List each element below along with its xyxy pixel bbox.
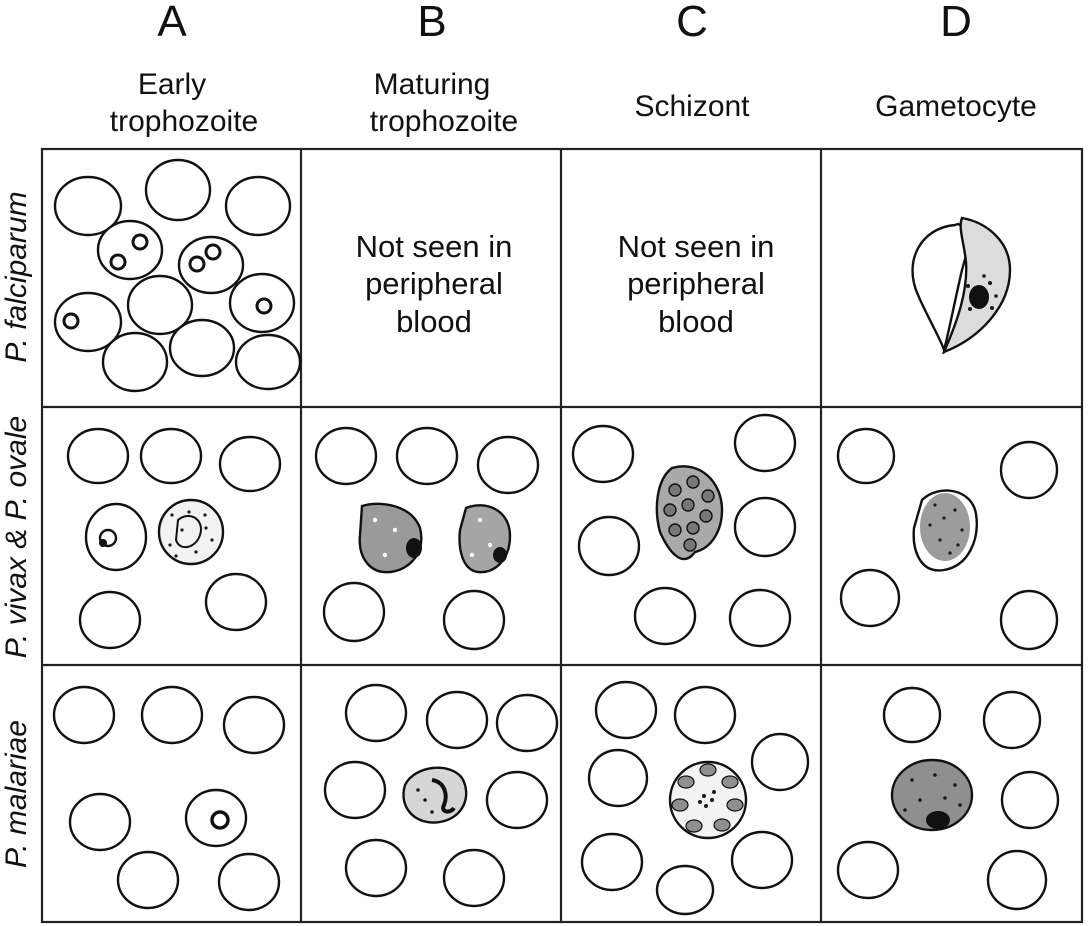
not-seen-line1: Not seen in bbox=[618, 229, 775, 264]
cell-malariae-maturing-trophozoite bbox=[323, 683, 559, 908]
not-seen-line2: peripheral bbox=[365, 266, 503, 301]
cell-falciparum-schizont-not-seen: Not seen in peripheral blood bbox=[618, 229, 775, 339]
column-letter-a: A bbox=[157, 0, 187, 46]
band-form-trophozoite bbox=[402, 766, 468, 824]
cell-vivax-gametocyte bbox=[836, 427, 1059, 651]
ring-form bbox=[210, 810, 230, 830]
cell-malariae-early-trophozoite bbox=[52, 685, 286, 912]
stage-label-c: Schizont bbox=[634, 90, 750, 123]
cell-vivax-early-trophozoite bbox=[66, 427, 282, 650]
row-label-vivax-ovale: P. vivax & P. ovale bbox=[0, 416, 33, 658]
not-seen-line2: peripheral bbox=[627, 266, 765, 301]
cell-falciparum-early-trophozoite bbox=[53, 158, 302, 393]
merozoites bbox=[663, 475, 715, 552]
not-seen-line1: Not seen in bbox=[356, 229, 513, 264]
vivax-gametocyte bbox=[920, 493, 970, 561]
crescent-gametocyte bbox=[941, 216, 1012, 355]
cell-vivax-schizont bbox=[571, 413, 797, 648]
cell-falciparum-maturing-not-seen: Not seen in peripheral blood bbox=[356, 229, 513, 339]
maturing-trophozoite bbox=[358, 502, 423, 574]
not-seen-line3: blood bbox=[396, 304, 472, 339]
row-label-falciparum: P. falciparum bbox=[0, 191, 33, 362]
amoeboid-trophozoite bbox=[157, 498, 225, 566]
cell-malariae-schizont bbox=[580, 680, 810, 916]
cell-vivax-maturing-trophozoite bbox=[314, 426, 540, 651]
stage-label-b-line1: Maturing bbox=[374, 68, 491, 101]
column-letter-d: D bbox=[940, 0, 972, 46]
pigment-cluster bbox=[966, 274, 998, 311]
stage-label-d: Gametocyte bbox=[875, 90, 1037, 123]
grid bbox=[40, 147, 1084, 924]
cell-malariae-gametocyte bbox=[836, 686, 1060, 911]
ring-form bbox=[62, 233, 273, 330]
not-seen-line3: blood bbox=[658, 304, 734, 339]
cell-falciparum-gametocyte bbox=[911, 216, 1012, 355]
stage-label-b-line2: trophozoite bbox=[370, 105, 518, 138]
column-letter-b: B bbox=[417, 0, 446, 46]
malariae-gametocyte bbox=[890, 758, 974, 832]
stage-label-a-line1: Early bbox=[138, 68, 206, 101]
stage-label-a-line2: trophozoite bbox=[110, 105, 258, 138]
row-label-malariae: P. malariae bbox=[0, 720, 33, 868]
column-letter-c: C bbox=[676, 0, 708, 46]
